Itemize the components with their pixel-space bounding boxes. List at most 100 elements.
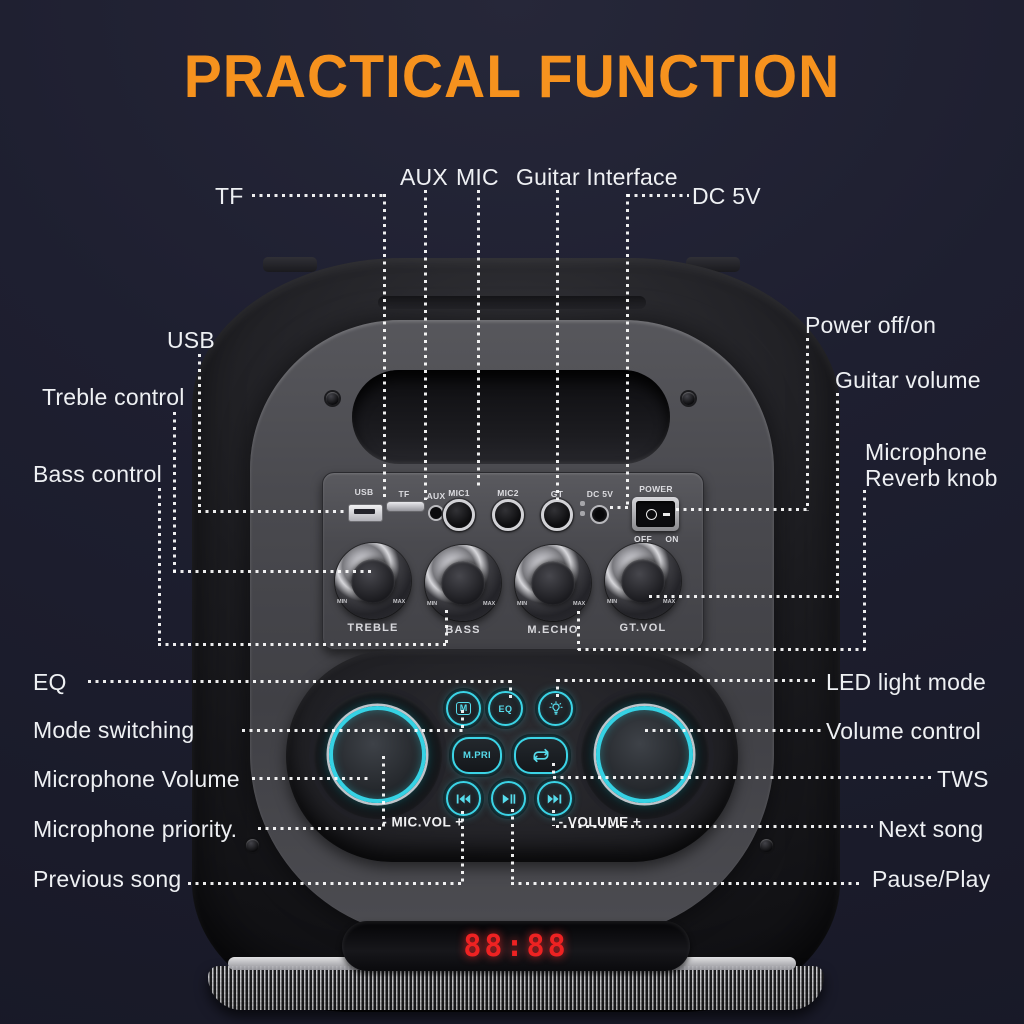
- connector-pause-v: [511, 809, 514, 884]
- callout-guitar-interface: Guitar Interface: [516, 164, 678, 190]
- callout-guitar-volume: Guitar volume: [835, 367, 981, 393]
- callout-tf: TF: [215, 183, 244, 209]
- connector-guitarvol-h: [649, 595, 838, 598]
- mic1-jack: [443, 499, 475, 531]
- volume-knob[interactable]: [581, 691, 709, 819]
- tf-slot-label: TF: [398, 489, 410, 499]
- speaker-grille: [208, 966, 824, 1010]
- aux-jack: [428, 505, 444, 521]
- callout-reverb-line2: Reverb knob: [865, 465, 998, 491]
- connector-volume-h: [645, 729, 822, 732]
- callout-volume-control: Volume control: [826, 718, 981, 744]
- callout-eq: EQ: [33, 669, 67, 695]
- mic-volume-knob[interactable]: [314, 691, 442, 819]
- callout-mic: MIC: [456, 164, 499, 190]
- connector-bass-v: [158, 488, 161, 645]
- gtvol-min: MIN: [607, 599, 618, 605]
- callout-treble-control: Treble control: [42, 384, 185, 410]
- usb-port-label: USB: [354, 487, 374, 497]
- mic-vol-scale: - MIC.VOL +: [382, 814, 464, 830]
- callout-microphone-volume: Microphone Volume: [33, 766, 240, 792]
- treble-knob-label: TREBLE: [347, 622, 399, 634]
- mecho-knob[interactable]: [515, 545, 591, 621]
- connector-reverb-v: [863, 490, 866, 651]
- connector-micvol-h: [252, 777, 372, 780]
- screw-top-left: [326, 392, 339, 405]
- power-switch-rocker[interactable]: [636, 501, 675, 527]
- connector-micpri-v: [382, 756, 385, 829]
- connector-mode-h: [242, 729, 464, 732]
- connector-tf-v: [383, 194, 386, 498]
- connector-next-v: [552, 810, 555, 826]
- callout-microphone-reverb: Microphone Reverb knob: [865, 439, 998, 491]
- connector-mic-v: [477, 190, 480, 486]
- top-left-tab: [263, 257, 317, 272]
- callout-mode-switching: Mode switching: [33, 717, 195, 743]
- connector-tws-h: [553, 776, 931, 779]
- connector-treble-h: [173, 570, 375, 573]
- carry-handle-recess[interactable]: [352, 370, 670, 464]
- dc-5v-jack: [590, 505, 609, 524]
- connector-usb-h: [198, 510, 348, 513]
- screw-bottom-left: [246, 839, 259, 852]
- connector-eq-v: [509, 680, 512, 698]
- top-ridge: [378, 296, 646, 309]
- callout-microphone-priority: Microphone priority.: [33, 816, 238, 842]
- gtvol-knob-label: GT.VOL: [619, 622, 667, 634]
- charge-indicator-dot: [580, 501, 585, 506]
- lock-icon: [580, 511, 585, 516]
- previous-song-button[interactable]: [446, 781, 481, 816]
- power-on-text: ON: [665, 534, 679, 544]
- play-pause-icon: [502, 793, 515, 804]
- connector-bass-h: [158, 643, 448, 646]
- light-bulb-icon: [548, 700, 563, 715]
- volume-knob-ring: [596, 706, 693, 803]
- mic-priority-button-text: M.PRI: [463, 750, 491, 761]
- tws-loop-button[interactable]: [514, 737, 568, 774]
- eq-button-text: EQ: [498, 703, 513, 714]
- screw-top-right: [682, 392, 695, 405]
- power-off-text: OFF: [634, 534, 652, 544]
- bass-min: MIN: [427, 601, 438, 607]
- led-display-value: 88:88: [463, 928, 569, 964]
- connector-dc5v-h2: [610, 506, 628, 509]
- connector-usb-v: [198, 354, 201, 512]
- mode-button[interactable]: M: [446, 691, 481, 726]
- eq-button[interactable]: EQ: [488, 691, 523, 726]
- callout-reverb-line1: Microphone: [865, 439, 988, 465]
- connector-guitarvol-v: [836, 393, 839, 598]
- led-light-button[interactable]: [538, 691, 573, 726]
- connector-bass-v2: [445, 610, 448, 645]
- callout-bass-control: Bass control: [33, 461, 162, 487]
- callout-previous-song: Previous song: [33, 866, 182, 892]
- mecho-max: MAX: [573, 601, 586, 607]
- connector-mode-v: [461, 710, 464, 731]
- mecho-min: MIN: [517, 601, 528, 607]
- connector-led-v: [556, 679, 559, 697]
- mic-priority-button[interactable]: M.PRI: [452, 737, 502, 774]
- bass-knob-label: BASS: [445, 624, 481, 636]
- power-switch[interactable]: [632, 497, 679, 531]
- connector-tws-v: [552, 763, 555, 777]
- callout-tws: TWS: [937, 766, 989, 792]
- treble-max: MAX: [393, 599, 406, 605]
- bass-max: MAX: [483, 601, 496, 607]
- mic2-jack-label: MIC2: [497, 488, 519, 498]
- connector-power-h: [676, 508, 808, 511]
- connector-dc5v-v: [626, 194, 629, 508]
- dc-jack-label: DC 5V: [586, 489, 614, 499]
- treble-knob[interactable]: [335, 543, 411, 619]
- callout-aux: AUX: [400, 164, 448, 190]
- connector-guitar-interface-v: [556, 190, 559, 500]
- bass-knob[interactable]: [425, 545, 501, 621]
- loop-icon: [533, 748, 549, 763]
- pause-play-button[interactable]: [491, 781, 526, 816]
- screw-bottom-right: [760, 839, 773, 852]
- gtvol-knob[interactable]: [605, 543, 681, 619]
- power-on-mark: [663, 513, 670, 516]
- connector-tf: [252, 194, 384, 197]
- callout-dc-5v: DC 5V: [692, 183, 761, 209]
- treble-min: MIN: [337, 599, 348, 605]
- callout-led-light-mode: LED light mode: [826, 669, 987, 695]
